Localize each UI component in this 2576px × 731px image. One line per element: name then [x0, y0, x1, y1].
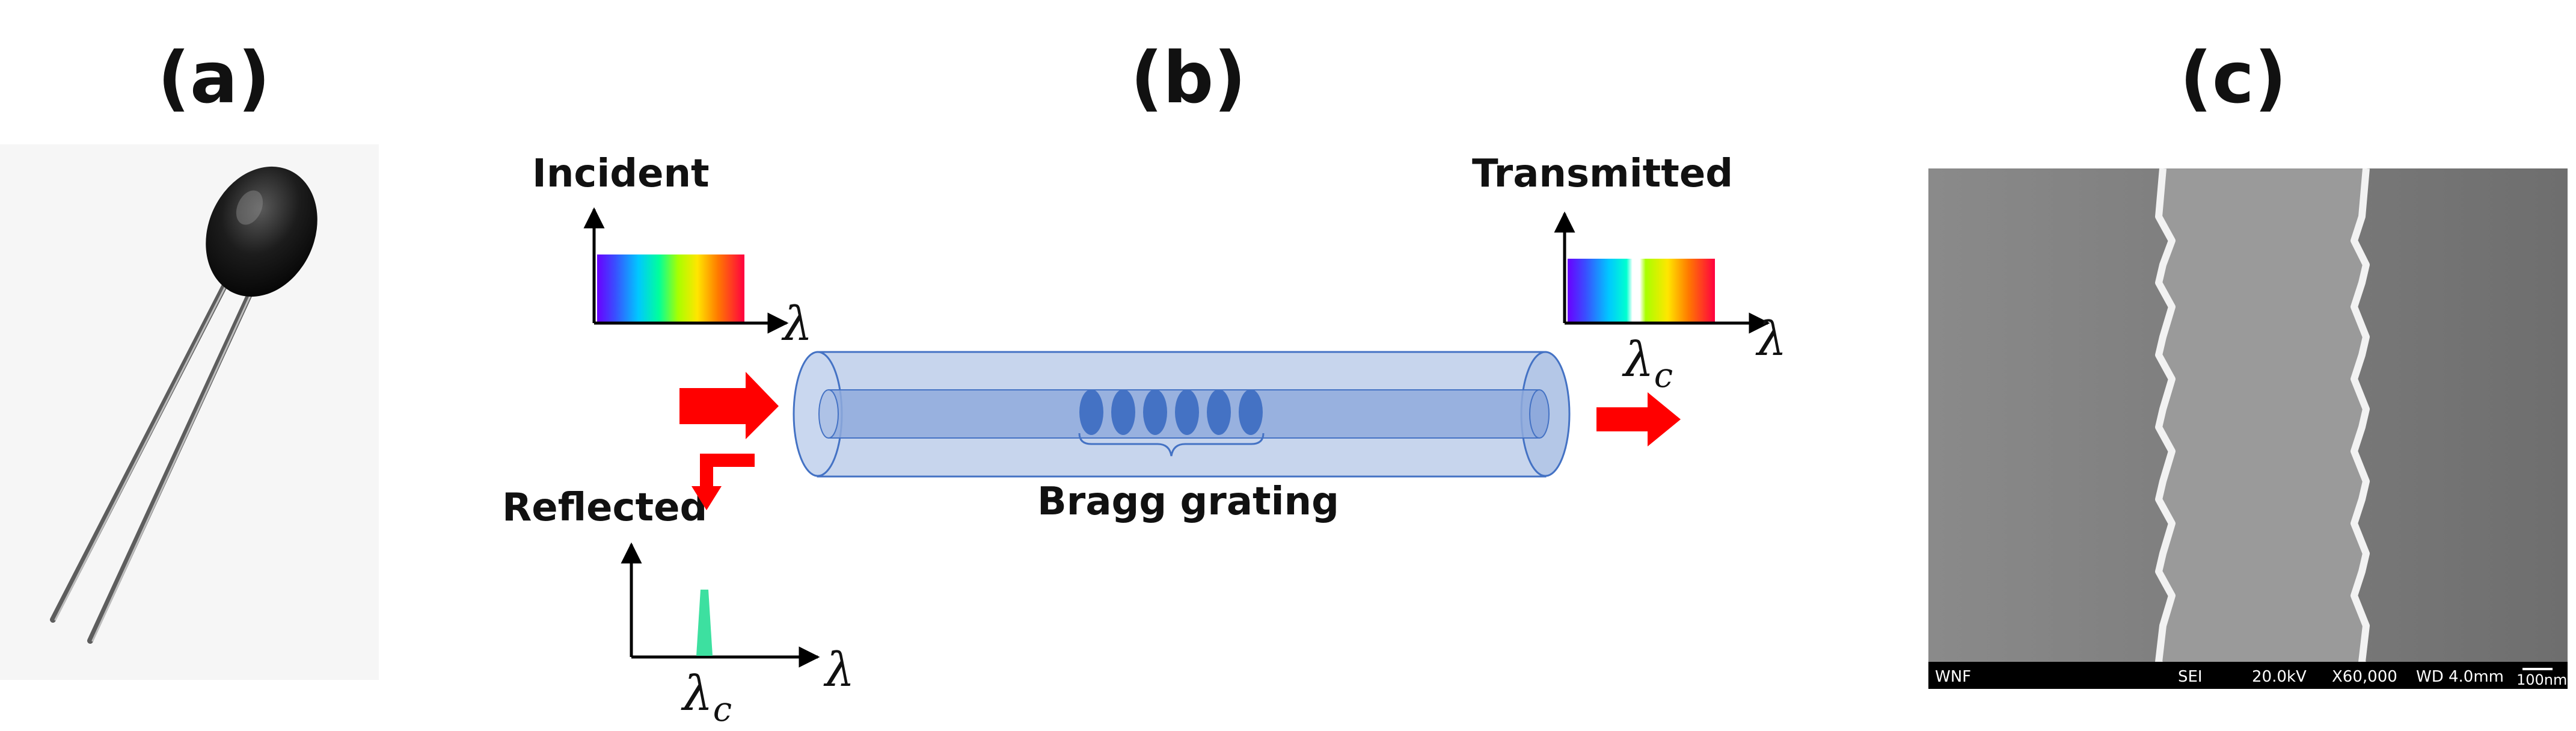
panel-label-a: (a) — [158, 36, 271, 119]
incident-lambda-label: λ — [781, 297, 812, 351]
grating-brace — [1078, 433, 1265, 457]
transmitted-spectrum — [1554, 211, 1770, 334]
sem-scale-label: 100nm — [2516, 671, 2567, 688]
reflected-spectrum — [621, 542, 820, 668]
reflected-lambda-c-label: λc — [681, 665, 732, 729]
sem-working-distance: WD 4.0mm — [2416, 668, 2504, 686]
panel-label-b: (b) — [1130, 36, 1247, 119]
sem-mode: SEI — [2178, 668, 2203, 686]
thermistor-photo — [0, 144, 379, 680]
sem-image — [1928, 168, 2568, 689]
bragg-grating — [1079, 389, 1263, 435]
transmitted-arrow — [1596, 392, 1681, 446]
reflected-arrow — [700, 454, 755, 487]
incident-arrow — [679, 372, 779, 439]
reflected-label: Reflected — [502, 486, 707, 530]
sem-magnification: X60,000 — [2332, 668, 2397, 686]
reflected-arrow-head — [692, 486, 722, 510]
sem-left-edge — [2155, 168, 2176, 671]
incident-label: Incident — [532, 152, 710, 196]
transmitted-lambda-label: λ — [1755, 312, 1786, 366]
sem-waveguide — [2159, 168, 2366, 669]
grating-label: Bragg grating — [1037, 480, 1339, 524]
transmitted-lambda-c-label: λc — [1622, 332, 1673, 395]
sem-left-text: WNF — [1935, 668, 1971, 686]
panel-label-c: (c) — [2180, 36, 2287, 119]
transmitted-label: Transmitted — [1472, 152, 1733, 196]
sem-info-bar — [1928, 662, 2568, 689]
sem-voltage: 20.0kV — [2252, 668, 2307, 686]
incident-spectrum — [583, 207, 789, 334]
sem-right-edge — [2351, 168, 2370, 671]
reflected-lambda-label: λ — [823, 643, 854, 697]
